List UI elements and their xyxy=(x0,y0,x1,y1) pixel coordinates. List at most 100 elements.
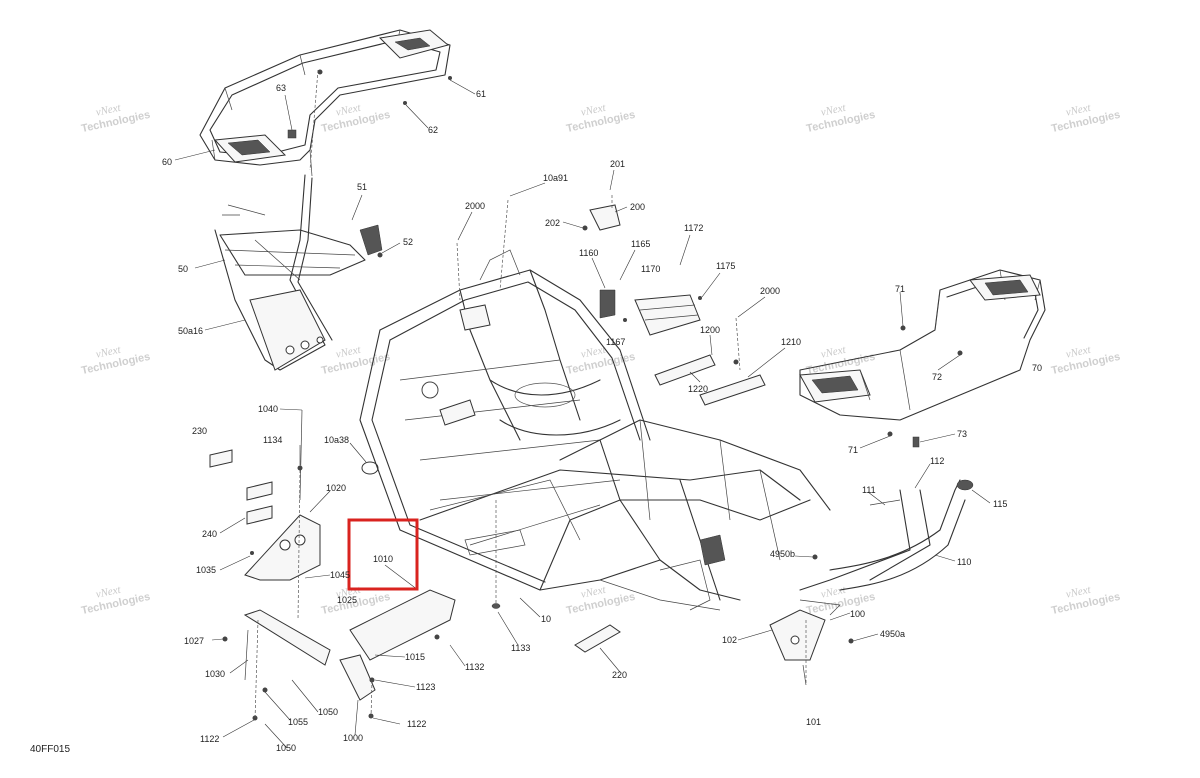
part-label[interactable]: 2000 xyxy=(760,286,780,296)
part-label[interactable]: 111 xyxy=(862,485,876,495)
watermark-line1: vNext xyxy=(1065,102,1093,119)
part-label[interactable]: 1050 xyxy=(276,743,296,753)
watermark-line1: vNext xyxy=(580,584,608,601)
part-label[interactable]: 1015 xyxy=(405,652,425,662)
part-label[interactable]: 1000 xyxy=(343,733,363,743)
leader-lines xyxy=(174,79,991,749)
watermark-line1: vNext xyxy=(95,584,123,601)
watermark-line1: vNext xyxy=(580,102,608,119)
part-label[interactable]: 10a38 xyxy=(324,435,349,445)
part-label[interactable]: 73 xyxy=(957,429,967,439)
part-label[interactable]: 1050 xyxy=(318,707,338,717)
drawing-code: 40FF015 xyxy=(30,744,71,755)
part-label[interactable]: 1170 xyxy=(641,264,660,274)
part-label[interactable]: 61 xyxy=(476,89,486,99)
part-label[interactable]: 2000 xyxy=(465,201,485,211)
part-label[interactable]: 50 xyxy=(178,264,188,274)
watermark-line1: vNext xyxy=(95,102,123,119)
part-label[interactable]: 10a91 xyxy=(543,173,568,183)
part-label[interactable]: 50a16 xyxy=(178,326,203,336)
part-label[interactable]: 101 xyxy=(806,717,821,727)
part-label[interactable]: 1122 xyxy=(407,719,426,729)
watermark-line1: vNext xyxy=(335,344,363,361)
part-label[interactable]: 1167 xyxy=(606,337,625,347)
part-label[interactable]: 62 xyxy=(428,125,438,135)
part-labels: 60 61 62 63 50 51 52 50a16 10a91 201 200… xyxy=(162,83,1042,753)
watermark-line1: vNext xyxy=(335,102,363,119)
watermark-line1: vNext xyxy=(580,344,608,361)
watermark-line1: vNext xyxy=(95,344,123,361)
part-label[interactable]: 52 xyxy=(403,237,413,247)
part-label[interactable]: 201 xyxy=(610,159,625,169)
part-label[interactable]: 1134 xyxy=(263,435,282,445)
watermark-line1: vNext xyxy=(820,344,848,361)
part-label[interactable]: 1132 xyxy=(465,662,484,672)
part-label[interactable]: 1175 xyxy=(716,261,735,271)
part-label[interactable]: 63 xyxy=(276,83,286,93)
part-label[interactable]: 100 xyxy=(850,609,865,619)
part-label[interactable]: 115 xyxy=(993,499,1007,509)
part-label[interactable]: 1122 xyxy=(200,734,219,744)
part-label[interactable]: 240 xyxy=(202,529,217,539)
front-bumper-assembly xyxy=(769,479,974,686)
main-chassis-frame xyxy=(359,249,831,611)
front-frame-section xyxy=(214,174,383,371)
watermark-line1: vNext xyxy=(820,102,848,119)
part-label[interactable]: 71 xyxy=(895,284,905,294)
roof-rack-assembly xyxy=(199,29,452,177)
part-label[interactable]: 102 xyxy=(722,635,737,645)
part-label[interactable]: 1020 xyxy=(326,483,346,493)
part-label[interactable]: 1010 xyxy=(373,554,393,564)
part-label[interactable]: 1220 xyxy=(688,384,708,394)
part-label[interactable]: 202 xyxy=(545,218,560,228)
part-label[interactable]: 1055 xyxy=(288,717,308,727)
part-label[interactable]: 1133 xyxy=(511,643,530,653)
part-label[interactable]: 110 xyxy=(957,557,971,567)
part-label[interactable]: 1040 xyxy=(258,404,278,414)
part-label[interactable]: 112 xyxy=(930,456,944,466)
part-label[interactable]: 70 xyxy=(1032,363,1042,373)
part-label[interactable]: 60 xyxy=(162,157,172,167)
part-label[interactable]: 200 xyxy=(630,202,645,212)
part-label[interactable]: 1027 xyxy=(184,636,204,646)
part-label[interactable]: 1035 xyxy=(196,565,216,575)
seat-brackets xyxy=(582,204,766,406)
part-label[interactable]: 4950b xyxy=(770,549,795,559)
part-label[interactable]: 1210 xyxy=(781,337,801,347)
part-label[interactable]: 51 xyxy=(357,182,367,192)
watermark-line1: vNext xyxy=(1065,344,1093,361)
part-label[interactable]: 1030 xyxy=(205,669,225,679)
part-label[interactable]: 1045 xyxy=(330,570,350,580)
skid-plate-parts xyxy=(209,409,621,721)
watermark-line1: vNext xyxy=(820,584,848,601)
part-label[interactable]: 10 xyxy=(541,614,551,624)
part-label[interactable]: 1123 xyxy=(416,682,435,692)
part-label[interactable]: 72 xyxy=(932,372,942,382)
highlight-box[interactable] xyxy=(347,518,419,591)
part-label[interactable]: 4950a xyxy=(880,629,905,639)
part-label[interactable]: 1025 xyxy=(337,595,357,605)
part-label[interactable]: 1172 xyxy=(684,223,703,233)
part-label[interactable]: 71 xyxy=(848,445,858,455)
watermark-line1: vNext xyxy=(1065,584,1093,601)
part-label[interactable]: 1165 xyxy=(631,239,650,249)
assembly-guide-lines xyxy=(254,69,807,721)
rear-rack-assembly xyxy=(799,269,1046,448)
part-label[interactable]: 1160 xyxy=(579,248,598,258)
part-label[interactable]: 230 xyxy=(192,426,207,436)
part-label[interactable]: 1200 xyxy=(700,325,720,335)
part-label[interactable]: 220 xyxy=(612,670,627,680)
